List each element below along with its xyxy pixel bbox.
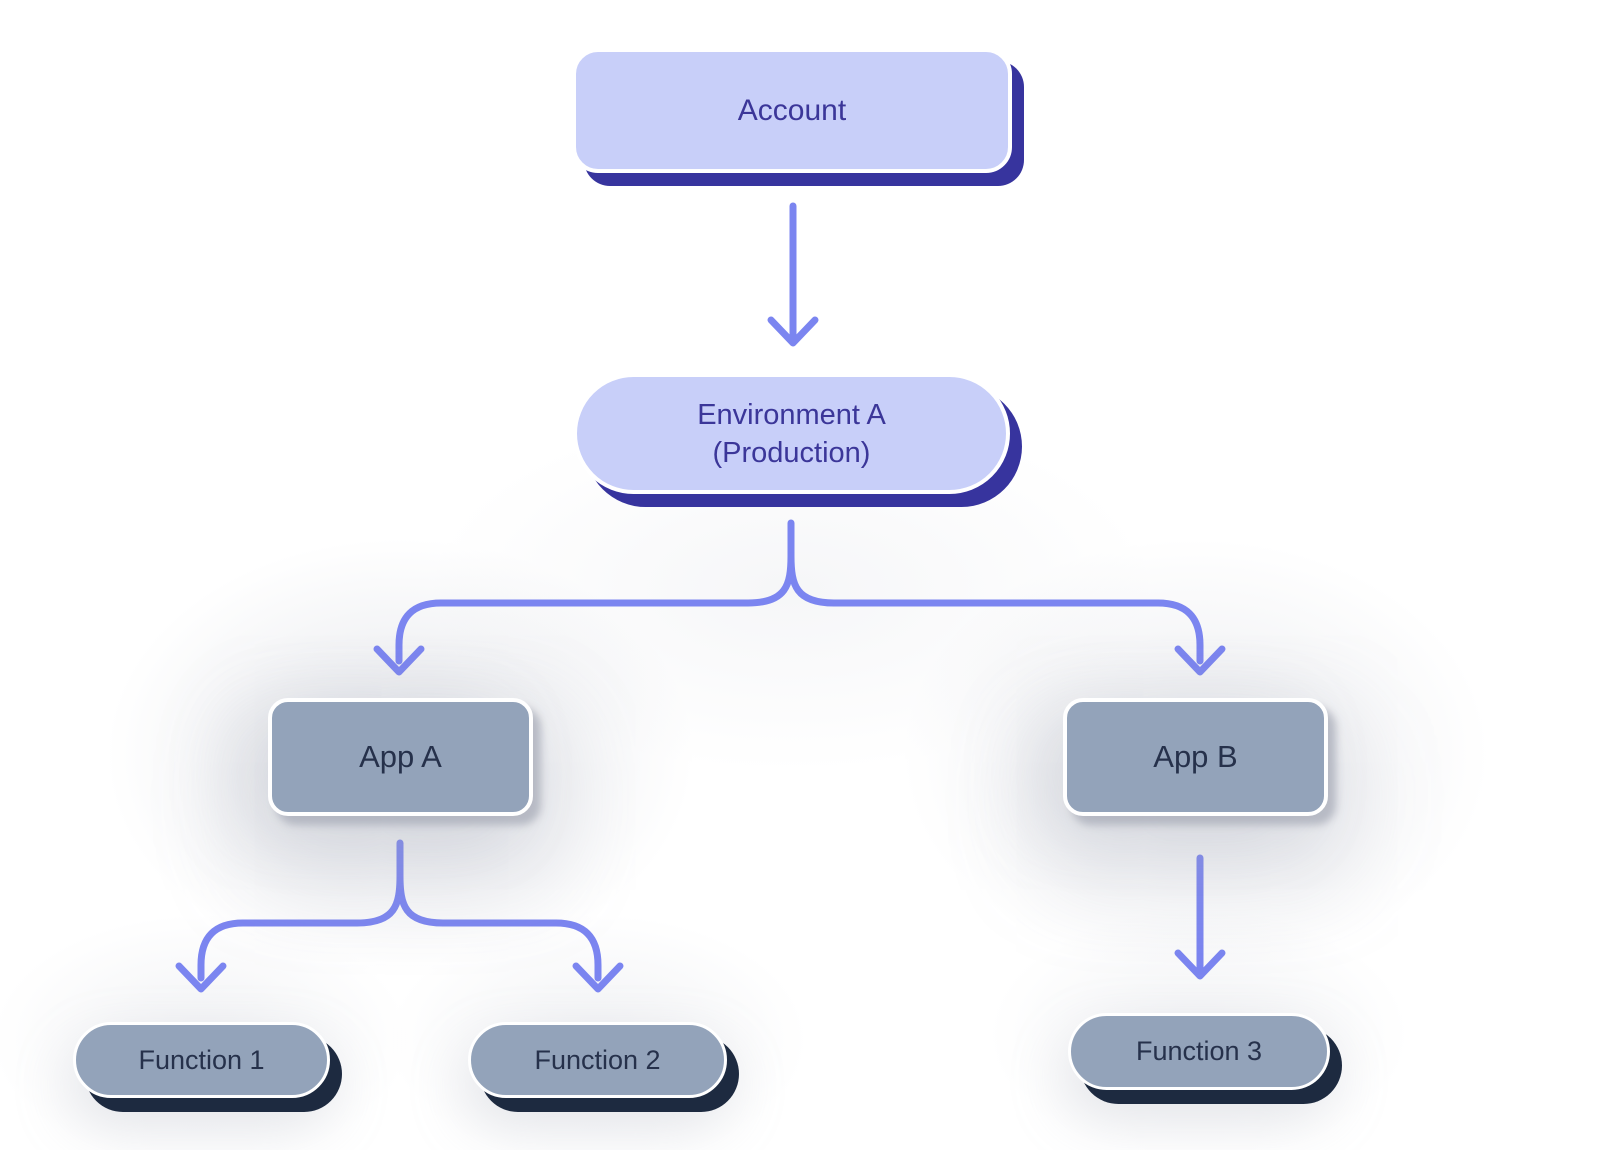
arrow-app-a-to-function-2 [396, 872, 602, 982]
node-environment-a-label: Environment A (Production) [697, 396, 886, 472]
arrowhead-environment-to-app-a-icon [373, 645, 425, 676]
node-function-3: Function 3 [1068, 1013, 1330, 1090]
node-environment-a-label-line1: Environment A [697, 398, 886, 431]
node-function-1: Function 1 [73, 1022, 330, 1098]
node-environment-a: Environment A (Production) [573, 373, 1010, 494]
arrowhead-account-to-environment-icon [767, 316, 819, 347]
node-function-1-label: Function 1 [138, 1044, 265, 1075]
node-function-3-label: Function 3 [1135, 1036, 1263, 1066]
arrow-app-a-to-function-1 [197, 839, 404, 982]
node-function-2: Function 2 [468, 1022, 727, 1098]
node-app-a: App A [268, 698, 533, 816]
arrow-environment-to-app-a [395, 519, 795, 665]
arrowhead-app-a-to-function-1-icon [175, 962, 227, 993]
arrowhead-environment-to-app-b-icon [1174, 645, 1226, 676]
node-app-a-label: App A [359, 739, 442, 774]
node-app-b: App B [1063, 698, 1328, 816]
node-account-label: Account [737, 93, 847, 127]
node-account: Account [572, 48, 1012, 173]
node-app-b-label: App B [1153, 739, 1238, 774]
arrow-environment-to-app-b [787, 552, 1204, 665]
node-function-2-label: Function 2 [534, 1044, 661, 1075]
arrowhead-app-a-to-function-2-icon [572, 962, 624, 993]
node-environment-a-label-line2: (Production) [712, 436, 871, 469]
arrowhead-app-b-to-function-3-icon [1174, 949, 1226, 980]
